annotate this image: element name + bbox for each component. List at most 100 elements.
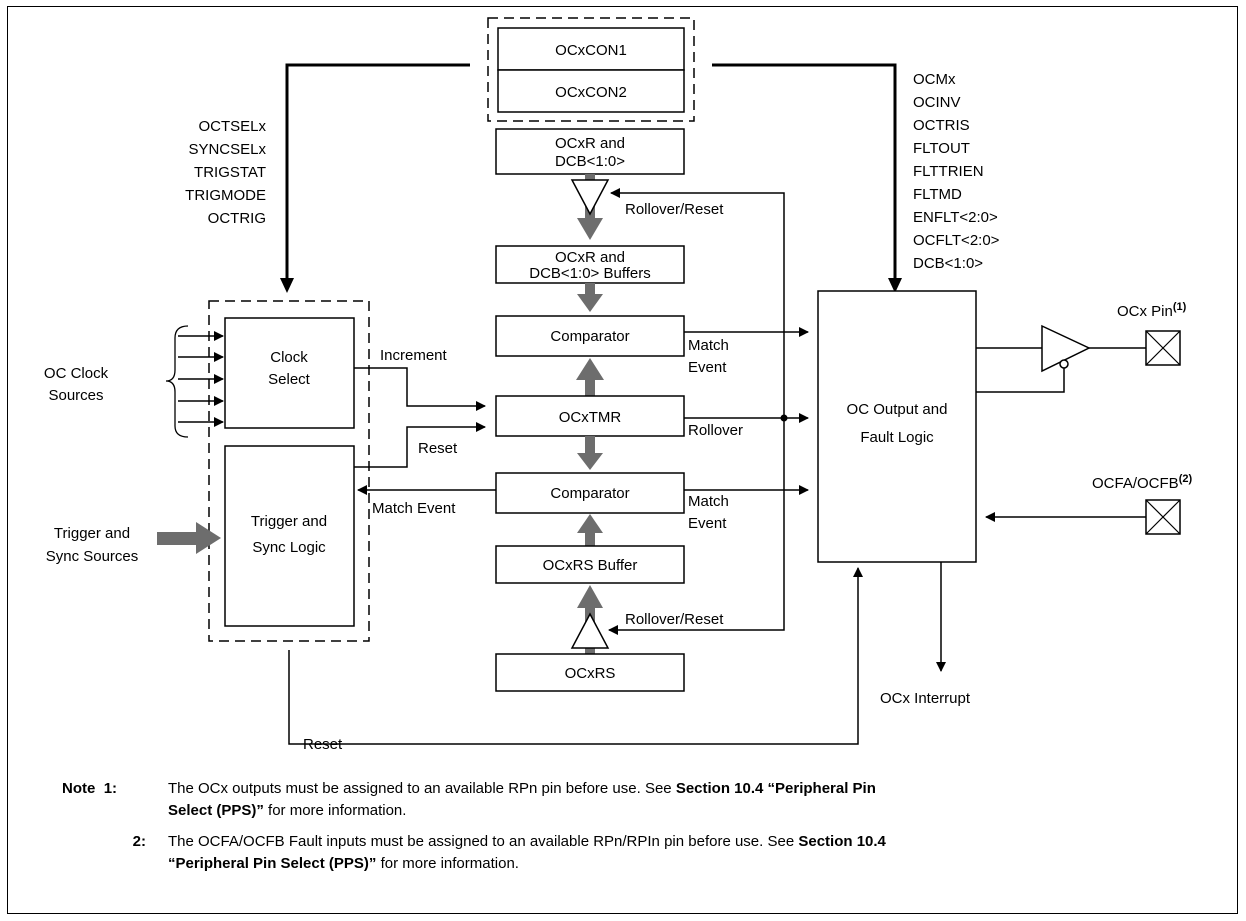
note-1: Note 1: The OCx outputs must be assigned… — [0, 778, 1246, 822]
control-registers-group — [487, 17, 695, 122]
right-control-bus-arrowhead — [888, 278, 902, 293]
ocxcon1-block — [497, 27, 685, 71]
oc-clock-sources-label-2: Sources — [48, 387, 103, 404]
signal-flttrien: FLTTRIEN — [913, 163, 984, 180]
rollover-label: Rollover — [688, 422, 743, 439]
output-enable-line — [976, 368, 1065, 393]
ocxcon2-block — [497, 69, 685, 113]
left-control-bus-arrowhead — [280, 278, 294, 293]
ocxrs-register-block — [495, 653, 685, 692]
ocxtmr-block — [495, 395, 685, 437]
trigger-sources-label-1: Trigger and — [54, 525, 130, 542]
rsbuffer-to-comparator-arrowhead — [577, 514, 603, 533]
ocx-interrupt-label: OCx Interrupt — [880, 690, 971, 707]
match-event-left-label: Match Event — [372, 500, 456, 517]
ocxrs-buffer-block — [495, 545, 685, 584]
increment-signal-line — [354, 367, 486, 411]
note-prefix: Note 1: — [62, 780, 118, 797]
signal-octrig: OCTRIG — [208, 210, 266, 227]
buffer-to-comparator-arrowhead — [577, 294, 603, 312]
output-enable-inverter-bubble — [1059, 359, 1069, 369]
match-top-label-1: Match — [688, 337, 729, 354]
tmr-to-comparator-top-bus — [585, 376, 595, 396]
signal-enflt: ENFLT<2:0> — [913, 209, 998, 226]
comparator-bottom-block — [495, 472, 685, 514]
rollover-reset-bottom-line — [608, 418, 785, 635]
trigger-sync-logic-block — [224, 445, 355, 627]
transfer-gate-top — [570, 179, 610, 216]
trigger-sources-label-2: Sync Sources — [46, 548, 139, 565]
signal-trigmode: TRIGMODE — [185, 187, 266, 204]
rollover-reset-top-label: Rollover/Reset — [625, 201, 724, 218]
signal-dcb: DCB<1:0> — [913, 255, 983, 272]
ocxr-buffer-block — [495, 245, 685, 284]
ocxrs-to-buffer-arrowhead — [577, 585, 603, 608]
match-bottom-label-1: Match — [688, 493, 729, 510]
rsbuffer-to-comparator-bus — [585, 530, 595, 546]
comparator-top-label: Comparator — [550, 328, 629, 345]
signal-ocmx: OCMx — [913, 71, 956, 88]
signal-ocflt: OCFLT<2:0> — [913, 232, 1000, 249]
note-1-text: The OCx outputs must be assigned to an a… — [168, 780, 876, 819]
ocxr-buffer-label-1: OCxR and — [555, 249, 625, 266]
trigger-sync-label-1: Trigger and — [251, 513, 327, 530]
ocxrs-buffer-label: OCxRS Buffer — [543, 557, 638, 574]
ocxrs-label: OCxRS — [565, 665, 616, 682]
ocxtmr-label: OCxTMR — [559, 409, 622, 426]
oc-output-label-2: Fault Logic — [860, 429, 934, 446]
signal-fltout: FLTOUT — [913, 140, 970, 157]
match-bottom-label-2: Event — [688, 515, 727, 532]
buffer-to-comparator-bus — [585, 283, 595, 299]
increment-label: Increment — [380, 347, 448, 364]
reset-mid-label: Reset — [418, 440, 458, 457]
match-top-label-2: Event — [688, 359, 727, 376]
oc-output-fault-logic-block — [817, 290, 977, 563]
note-2: 2: The OCFA/OCFB Fault inputs must be as… — [0, 831, 1246, 875]
signal-syncselx: SYNCSELx — [188, 141, 266, 158]
ocxcon2-label: OCxCON2 — [555, 84, 627, 101]
left-control-bus — [285, 63, 470, 282]
comparator-top-block — [495, 315, 685, 357]
figure-frame — [7, 6, 1238, 914]
rollover-reset-bottom-label: Rollover/Reset — [625, 611, 724, 628]
ocfa-ocfb-pin-icon — [1145, 499, 1181, 535]
signal-octris: OCTRIS — [913, 117, 970, 134]
ocx-pin-icon — [1145, 330, 1181, 366]
oc-output-label-1: OC Output and — [847, 401, 948, 418]
oc-clock-sources-label-1: OC Clock — [44, 365, 109, 382]
tmr-to-comparator-bottom-arrowhead — [577, 453, 603, 470]
right-control-bus — [712, 63, 897, 282]
ocx-pin-label: OCx Pin(1) — [1117, 301, 1187, 320]
trigger-sources-bus — [157, 532, 201, 545]
transfer-gate-bottom — [570, 612, 610, 649]
right-signal-list: OCMx OCINV OCTRIS FLTOUT FLTTRIEN FLTMD … — [913, 71, 1000, 272]
clock-select-block — [224, 317, 355, 429]
ocfa-ocfb-label: OCFA/OCFB(2) — [1092, 473, 1192, 492]
ocxr-label-1: OCxR and — [555, 135, 625, 152]
note-2-number: 2: — [132, 833, 146, 850]
signal-trigstat: TRIGSTAT — [194, 164, 266, 181]
clock-sources-brace — [165, 325, 189, 438]
signal-fltmd: FLTMD — [913, 186, 962, 203]
ocxr-label-2: DCB<1:0> — [555, 153, 625, 170]
clock-select-label-2: Select — [268, 371, 311, 388]
signal-ocinv: OCINV — [913, 94, 961, 111]
tmr-to-comparator-top-arrowhead — [576, 358, 604, 380]
note-2-text: The OCFA/OCFB Fault inputs must be assig… — [168, 833, 886, 872]
reset-bottom-label: Reset — [303, 736, 343, 753]
signal-octselx: OCTSELx — [198, 118, 266, 135]
left-signal-list: OCTSELx SYNCSELx TRIGSTAT TRIGMODE OCTRI… — [185, 118, 266, 227]
rollover-reset-top-line — [610, 188, 785, 418]
trigger-sync-label-2: Sync Logic — [252, 539, 326, 556]
clock-select-label-1: Clock — [270, 349, 308, 366]
ocxr-to-buffer-arrowhead — [577, 218, 603, 240]
clock-source-inputs — [178, 331, 224, 427]
comparator-bottom-label: Comparator — [550, 485, 629, 502]
tmr-to-comparator-bottom-bus — [585, 436, 595, 456]
timing-control-group — [208, 300, 370, 642]
reset-to-output-line — [288, 567, 863, 745]
trigger-sources-arrowhead — [196, 522, 221, 554]
ocxr-buffer-label-2: DCB<1:0> Buffers — [529, 265, 650, 282]
reset-signal-line — [354, 422, 486, 468]
